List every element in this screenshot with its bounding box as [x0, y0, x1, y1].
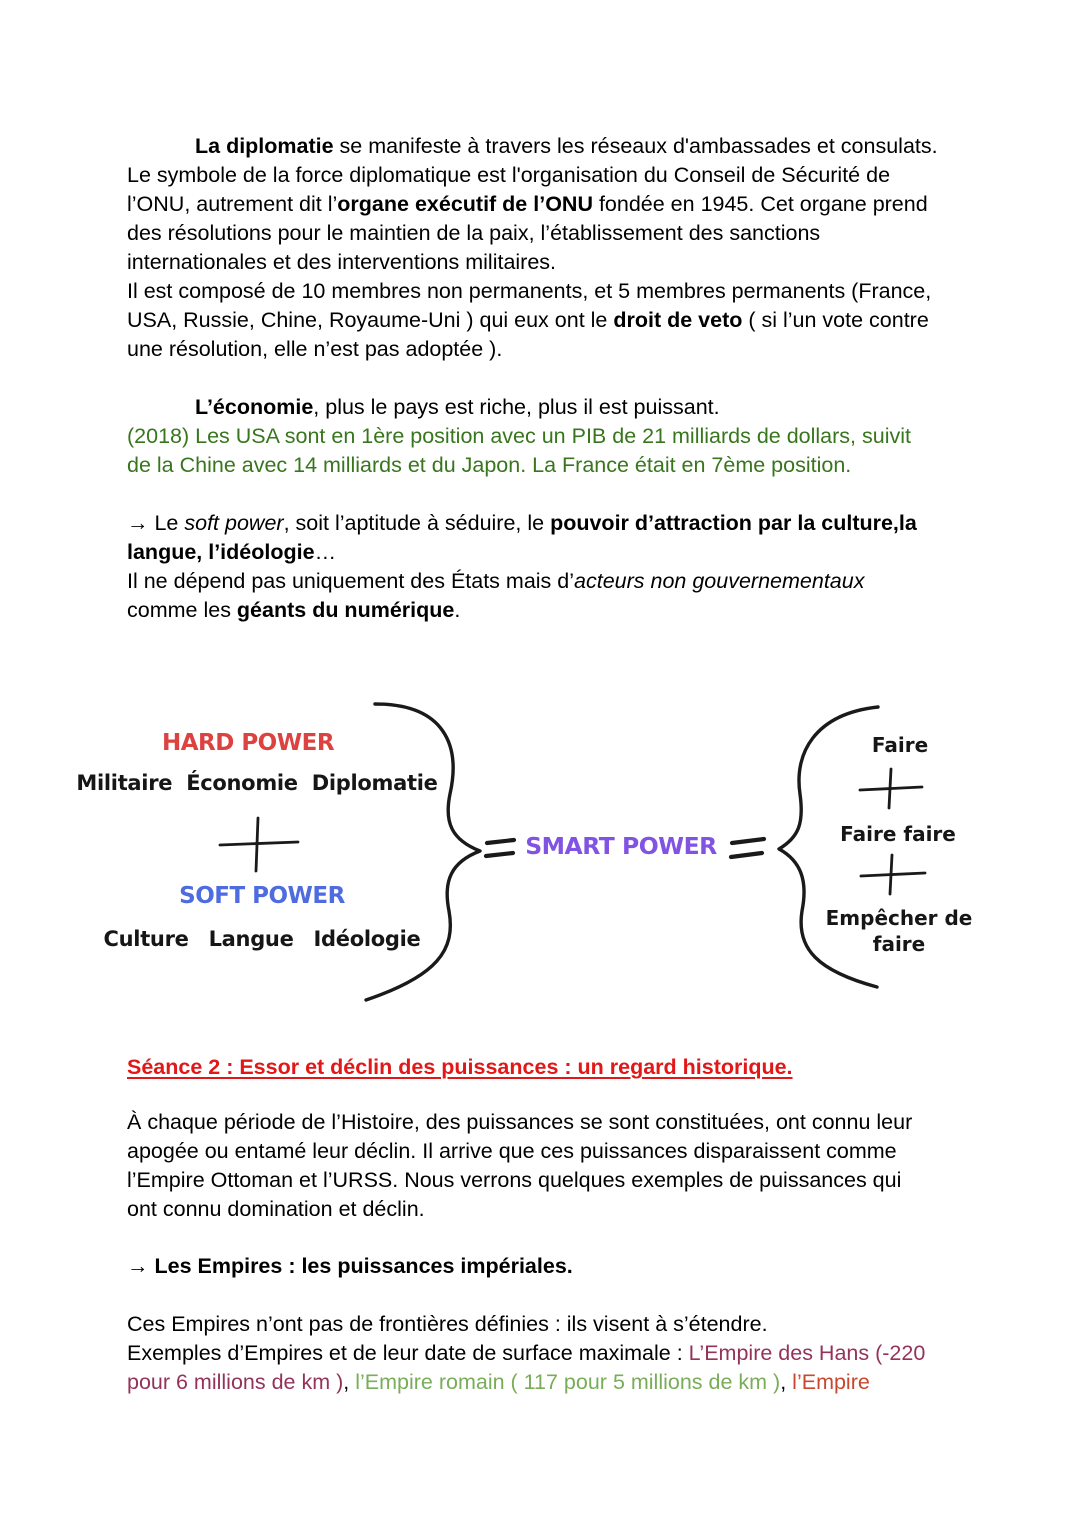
paragraph-diplomatie: La diplomatie se manifeste à travers les…	[127, 134, 938, 361]
outcome-faire: Faire	[871, 733, 929, 757]
plus-icon	[218, 816, 300, 873]
paragraph-soft-power: → Le soft power, soit l’aptitude à sédui…	[127, 511, 917, 622]
body-text-bottom: Séance 2 : Essor et déclin des puissance…	[127, 1053, 987, 1397]
left-brace-icon	[364, 702, 482, 1002]
plus-icon	[859, 853, 927, 896]
paragraph-empires-title: → Les Empires : les puissances impériale…	[127, 1254, 573, 1278]
seance-2-heading: Séance 2 : Essor et déclin des puissance…	[127, 1055, 793, 1079]
equals-icon	[728, 836, 767, 860]
paragraph-empires: Ces Empires n’ont pas de frontières défi…	[127, 1312, 926, 1394]
outcome-faire-faire: Faire faire	[840, 822, 956, 846]
plus-icon	[858, 767, 924, 810]
paragraph-economie: L’économie, plus le pays est riche, plus…	[127, 395, 911, 477]
outcome-empecher-de-faire: Empêcher de faire	[825, 906, 973, 956]
soft-power-items: Culture Langue Idéologie	[103, 927, 421, 951]
body-text-top: La diplomatie se manifeste à travers les…	[127, 132, 987, 625]
hard-power-label: HARD POWER	[161, 730, 335, 756]
right-brace-icon	[777, 705, 880, 989]
equals-icon	[483, 837, 517, 859]
smart-power-label: SMART POWER	[525, 832, 717, 860]
paragraph-histoire: À chaque période de l’Histoire, des puis…	[127, 1110, 913, 1221]
smart-power-diagram: HARD POWER Militaire Économie Diplomatie…	[0, 690, 1080, 1030]
hard-power-items: Militaire Économie Diplomatie	[76, 771, 438, 795]
diagram-drawing	[218, 702, 927, 1002]
soft-power-label: SOFT POWER	[179, 883, 345, 909]
